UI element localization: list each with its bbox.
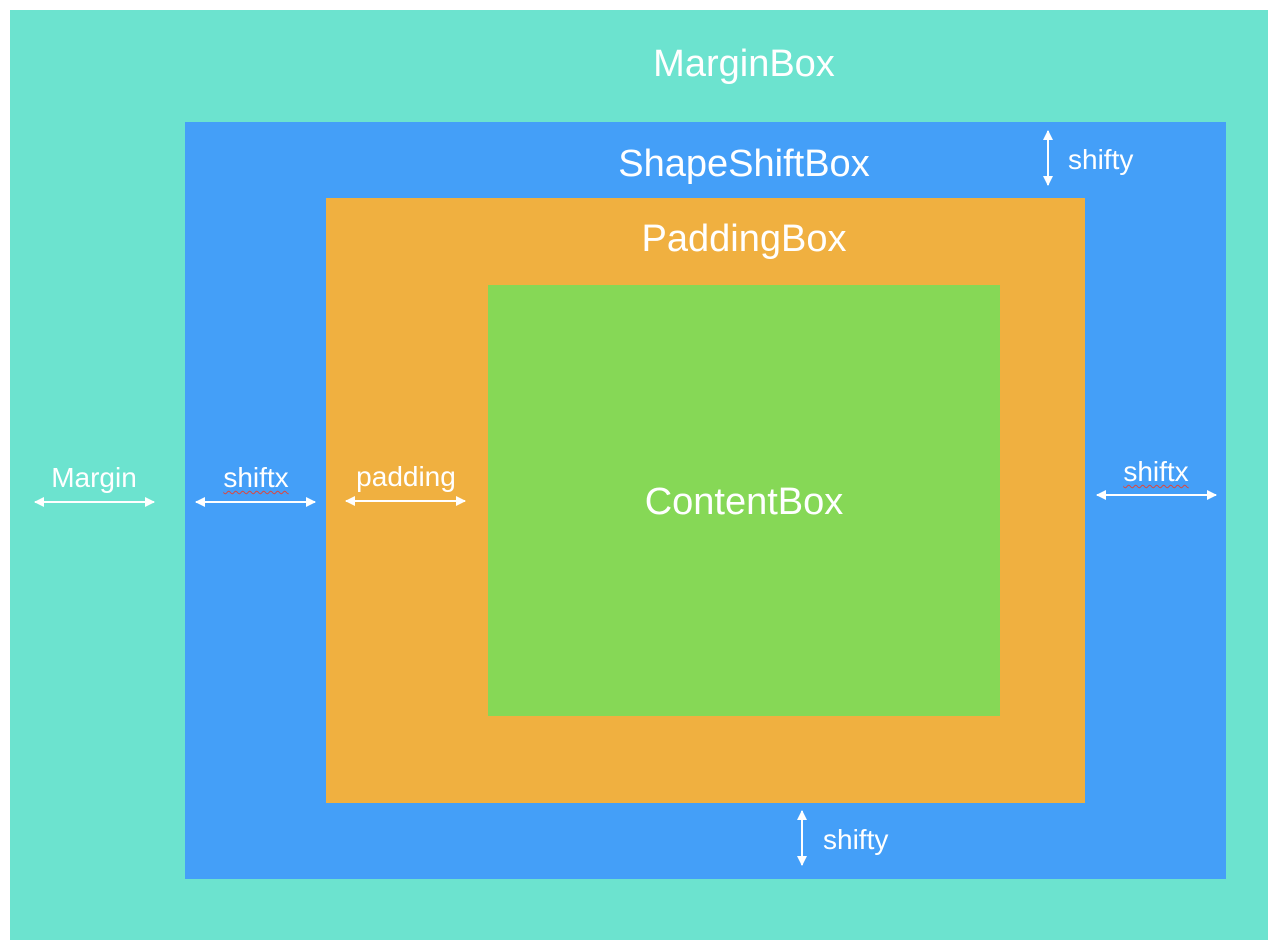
margin-box-title: MarginBox [653, 43, 835, 85]
shiftx-right-label: shiftx [1123, 456, 1189, 487]
content-box-title: ContentBox [644, 481, 844, 523]
content-box [488, 285, 1000, 716]
shape-shift-box-title: ShapeShiftBox [618, 143, 870, 185]
padding-label: padding [356, 461, 456, 492]
margin-label: Margin [51, 462, 137, 493]
shifty-bottom-label: shifty [823, 824, 889, 855]
shiftx-left-label: shiftx [223, 462, 289, 493]
padding-box-title: PaddingBox [641, 218, 847, 260]
shifty-top-label: shifty [1068, 144, 1134, 175]
